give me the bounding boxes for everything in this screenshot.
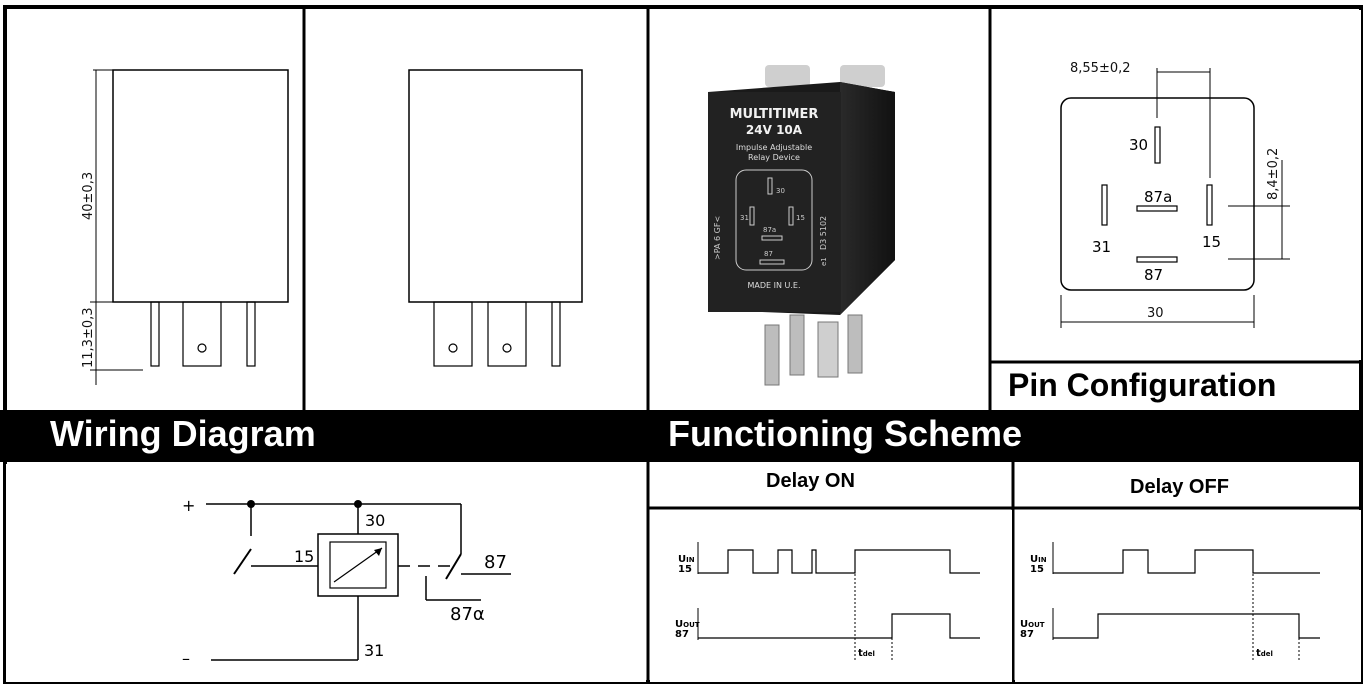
delay-off-uin-pin: 15 [1030,564,1044,575]
relay-side-right-text: D3 5102 [819,216,828,250]
delay-off-uout-pin: 87 [1020,629,1034,640]
functioning-scheme-heading: Functioning Scheme [668,413,1023,454]
plus-terminal-label: + [182,496,195,515]
delay-off-uout-label: UOUT [1020,619,1045,630]
delay-off-heading: Delay OFF [1130,476,1229,498]
delay-on-heading: Delay ON [766,470,855,492]
minus-terminal-label: – [182,649,190,668]
relay-brand-text: MULTITIMER [730,107,819,122]
wiring-pin-87-label: 87 [484,552,507,573]
pin-length-dimension-label: 11,3±0,3 [81,307,96,368]
relay-subtitle-line2: Relay Device [748,153,800,162]
relay-rating-text: 24V 10A [746,123,803,137]
pin-config-87-label: 87 [1144,266,1163,284]
pin-config-31-label: 31 [1092,238,1111,256]
pin-spacing-dimension: 8,55±0,2 [1070,61,1131,76]
relay-product-photo: MULTITIMER 24V 10A Impulse Adjustable Re… [650,10,988,408]
relay-subtitle-line1: Impulse Adjustable [736,143,812,152]
relay-pin-15-label: 15 [796,214,805,222]
relay-pin-87-label: 87 [764,250,773,258]
delay-off-tdel-label: tdel [1256,648,1273,659]
pin-configuration-drawing: 8,55±0,2 30 31 15 87a 87 8,4±0,2 30 [992,10,1361,360]
wiring-diagram: + 15 30 87 87α – 31 [6,464,646,682]
relay-pin-31-label: 31 [740,214,749,222]
relay-front-drawing [306,10,646,408]
height-dimension-label: 40±0,3 [81,172,96,220]
delay-on-timing-chart: UIN 15 UOUT 87 tdel [650,510,1012,682]
relay-pin-87a-label: 87a [763,226,776,234]
relay-made-in-text: MADE IN U.E. [747,281,800,290]
wiring-pin-31-label: 31 [364,641,384,660]
relay-mark-text: e1 [820,257,828,266]
delay-on-uin-label: UIN [678,554,695,565]
section-title-bar [0,410,1363,462]
wiring-pin-15-label: 15 [294,547,314,566]
delay-off-uin-label: UIN [1030,554,1047,565]
wiring-pin-30-label: 30 [365,511,385,530]
delay-on-uin-pin: 15 [678,564,692,575]
delay-on-tdel-label: tdel [858,648,875,659]
delay-on-uout-label: UOUT [675,619,700,630]
relay-pin-30-label: 30 [776,187,785,195]
delay-off-timing-chart: UIN 15 UOUT 87 tdel [1015,510,1361,682]
pin-config-30-label: 30 [1129,136,1148,154]
wiring-diagram-heading: Wiring Diagram [50,413,316,454]
relay-side-left-text: >PA 6 GF< [713,216,722,260]
pin-config-87a-label: 87a [1144,188,1172,206]
relay-side-drawing: 40±0,3 11,3±0,3 [8,10,302,408]
wiring-pin-87a-label: 87α [450,604,485,625]
pin-offset-dimension: 8,4±0,2 [1266,148,1281,200]
width-dimension: 30 [1147,306,1164,321]
pin-config-15-label: 15 [1202,233,1221,251]
delay-on-uout-pin: 87 [675,629,689,640]
pin-configuration-heading: Pin Configuration [1008,367,1277,403]
